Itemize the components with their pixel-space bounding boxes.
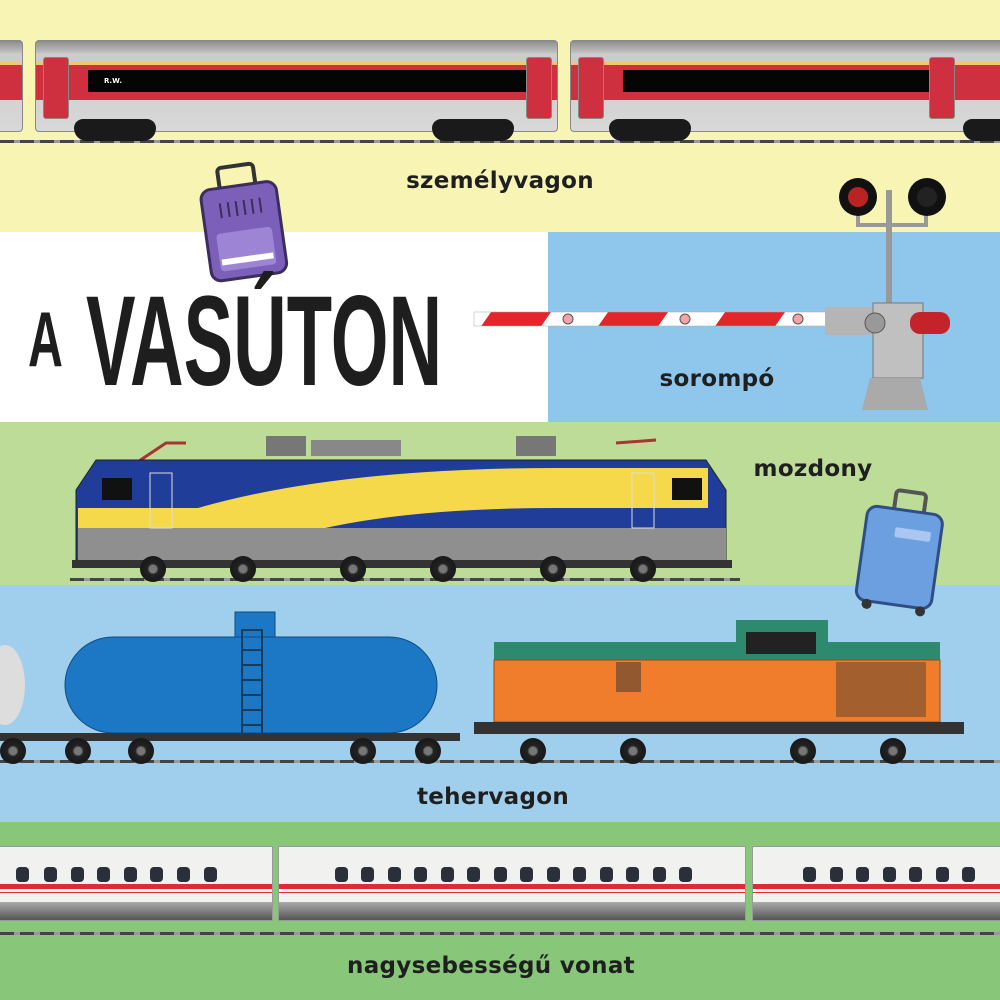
- label-high-speed-train: nagysebességű vonat: [347, 953, 635, 979]
- rail-locomotive: [70, 578, 740, 581]
- label-passenger-car: személyvagon: [406, 168, 594, 194]
- high-speed-car-2: [278, 846, 746, 921]
- rail-freight: [0, 760, 1000, 763]
- high-speed-car-3: [752, 846, 1000, 921]
- passenger-coach-left: [0, 40, 23, 132]
- blue-suitcase-icon: [854, 488, 944, 617]
- coach-logo: R.W.: [104, 77, 122, 85]
- title-article: A: [28, 295, 63, 383]
- diesel-locomotive: [474, 620, 964, 734]
- rail-top: [0, 140, 1000, 143]
- label-locomotive: mozdony: [753, 456, 873, 482]
- high-speed-car-1: [0, 846, 273, 921]
- electric-locomotive: [72, 436, 732, 568]
- passenger-coach-right: [570, 40, 1000, 141]
- label-freight-car: tehervagon: [416, 784, 570, 810]
- label-barrier: sorompó: [659, 366, 775, 392]
- passenger-coach: R.W.: [35, 40, 558, 141]
- rail-bottom: [0, 932, 1000, 935]
- page-title: VASÚTON: [86, 270, 443, 413]
- purple-suitcase-icon: [199, 161, 289, 283]
- railway-barrier-icon: [473, 178, 950, 410]
- tank-wagon: [0, 611, 460, 741]
